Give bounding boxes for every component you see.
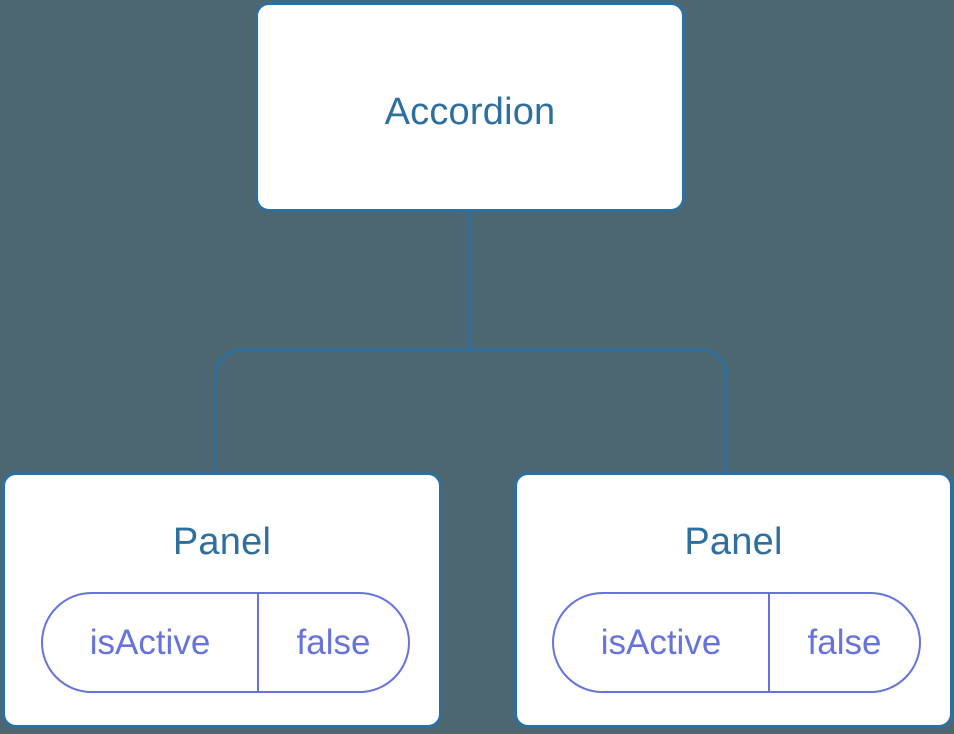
prop-pill-is-active-right[interactable]: isActive false [552, 592, 921, 693]
node-accordion-title: Accordion [384, 91, 556, 133]
node-panel-right[interactable]: Panel isActive false [514, 472, 953, 728]
node-accordion[interactable]: Accordion [255, 2, 685, 212]
prop-key-right: isActive [600, 623, 722, 662]
node-panel-left-title: Panel [172, 521, 272, 563]
prop-value-right: false [807, 623, 882, 662]
connector-rail-right [470, 348, 728, 472]
connector-rail-left [214, 348, 470, 472]
prop-divider-left [257, 594, 259, 691]
prop-value-left: false [296, 623, 371, 662]
node-panel-right-title: Panel [684, 521, 783, 563]
prop-key-left: isActive [89, 623, 211, 662]
node-panel-left[interactable]: Panel isActive false [2, 472, 442, 728]
prop-pill-is-active-left[interactable]: isActive false [41, 592, 410, 693]
prop-divider-right [768, 594, 770, 691]
